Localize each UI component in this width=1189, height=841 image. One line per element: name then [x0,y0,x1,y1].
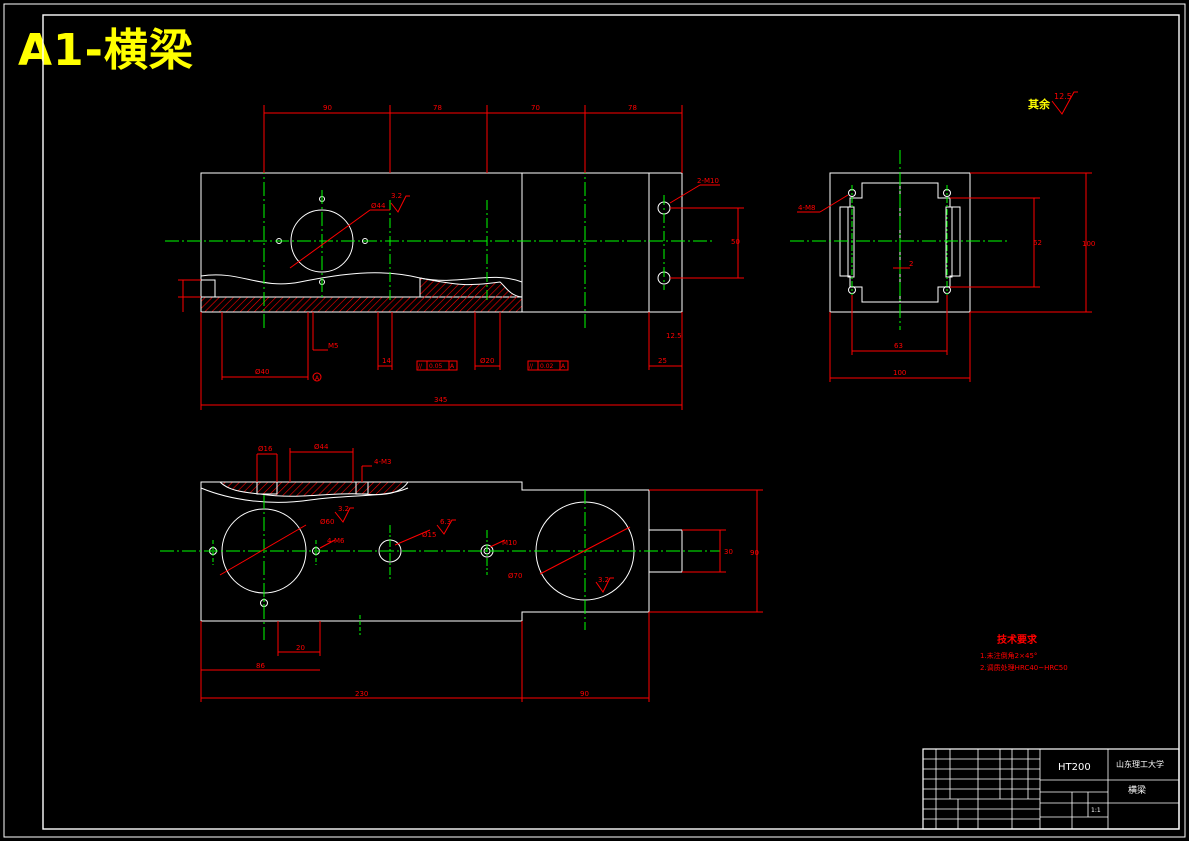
part-name: 横梁 [1128,784,1146,796]
tech-requirements: 技术要求 1.未注倒角2×45° 2.调质处理HRC40~HRC50 [980,633,1068,672]
dim-label: 20 [296,644,305,652]
hole-callout: 4-M8 [798,204,815,212]
dim-label: 78 [628,104,637,112]
tech-requirements-title: 技术要求 [997,633,1038,646]
dim-label: 100 [893,369,906,377]
callout-label: M10 [502,539,517,547]
title-block [922,748,1180,830]
top-view-labels: Ø16 Ø44 4-M3 4-M6 M10 Ø60 Ø15 Ø70 30 90 … [256,443,759,698]
dim-label: 100 [1082,240,1095,248]
tolerance-datum: A [561,363,566,370]
side-view-labels: 4-M8 62 100 63 100 2 [798,204,1095,377]
dim-label: 62 [1033,239,1042,247]
roughness-label: 3.2 [338,505,349,513]
dim-label: 90 [323,104,332,112]
dim-label: 25 [658,357,667,365]
front-view-labels: 90 78 70 78 345 25 12.5 50 14 Ø20 Ø40 M5… [255,104,740,404]
tolerance-symbol: // [529,363,534,370]
dim-label: 30 [724,548,733,556]
roughness-label: 3.2 [598,576,609,584]
side-view [790,150,1092,382]
dim-label: Ø60 [320,518,334,526]
roughness-note-value: 12.5 [1054,92,1072,101]
diameter-label: Ø44 [371,202,386,210]
tolerance-datum: A [450,363,455,370]
tech-requirement-item: 2.调质处理HRC40~HRC50 [980,663,1068,672]
scale-label: 1:1 [1091,807,1101,814]
callout-label: Ø44 [314,443,329,451]
front-view [165,105,744,410]
callout-label: 4-M3 [374,458,391,466]
dim-label: Ø70 [508,572,522,580]
tolerance-symbol: // [418,363,423,370]
roughness-label: 3.2 [391,192,402,200]
dim-label: Ø15 [422,531,436,539]
dim-label: 230 [355,690,368,698]
tech-requirement-item: 1.未注倒角2×45° [980,651,1037,660]
dim-label: 70 [531,104,540,112]
dim-label: 50 [731,238,740,246]
roughness-label: 6.3 [440,518,451,526]
school-name: 山东理工大学 [1116,759,1164,769]
roughness-note-label: 其余 [1028,97,1051,111]
dim-label: 90 [580,690,589,698]
outer-frame [3,3,1186,838]
dim-label: 12.5 [666,332,682,340]
dim-label: 78 [433,104,442,112]
datum-mark: A [315,375,320,382]
dim-label: 14 [382,357,391,365]
dim-label: 63 [894,342,903,350]
dim-label: 345 [434,396,447,404]
dim-label: 90 [750,549,759,557]
dim-label: Ø20 [480,357,494,365]
roughness-note: 其余 12.5 [1028,91,1078,115]
hole-callout: 2-M10 [697,177,719,185]
dim-label: Ø40 [255,368,269,376]
dim-label: 86 [256,662,265,670]
tolerance-value: 0.02 [540,363,554,370]
tolerance-value: 0.05 [429,363,443,370]
callout-label: Ø16 [258,445,273,453]
inner-frame [42,14,1180,830]
callout-label: 4-M6 [327,537,345,545]
material-label: HT200 [1058,762,1091,773]
dim-label: M5 [328,342,339,350]
sheet-title: A1-横梁 [18,25,194,76]
dim-label: 2 [909,260,913,268]
top-view [160,448,763,702]
title-block-labels: HT200 山东理工大学 横梁 1:1 [1058,759,1164,814]
